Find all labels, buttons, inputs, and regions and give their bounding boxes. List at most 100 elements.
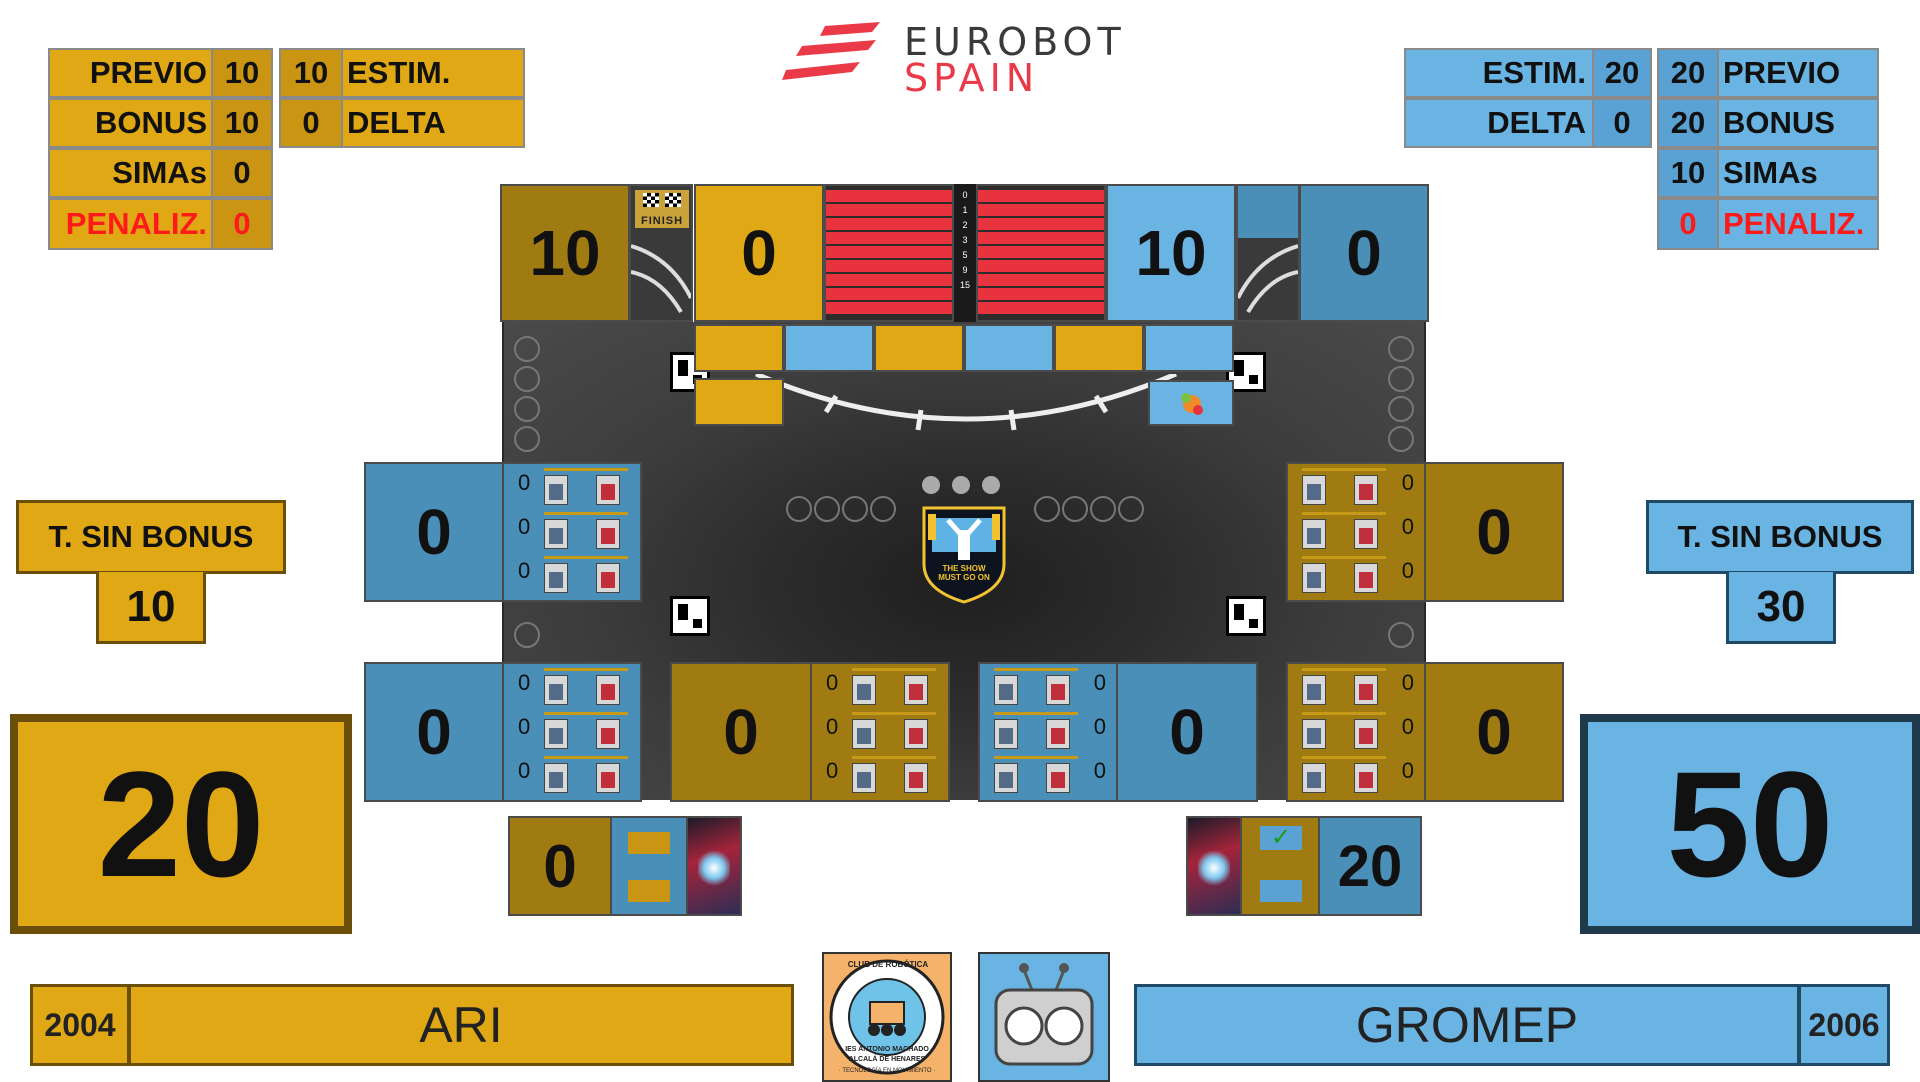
blue-previo-label: PREVIO [1717, 48, 1879, 98]
yellow-bonus-value: 10 [211, 98, 273, 148]
yellow-tsb-label: T. SIN BONUS [16, 500, 286, 574]
rack-count: 0 [518, 558, 531, 583]
checkered-flag-icon: FINISH [635, 190, 689, 228]
fireworks-icon [1181, 393, 1203, 415]
yellow-simas-label: SIMAs [48, 148, 213, 198]
yellow-bottom-box: 0 [508, 816, 612, 916]
blue-tile [1148, 380, 1234, 426]
aruco-marker [1226, 596, 1266, 636]
left-mid-zone: 0 [364, 462, 504, 602]
field-marker [1388, 336, 1414, 362]
blue-team-name: GROMEP [1134, 984, 1800, 1066]
right-mid-zone: 0 [1424, 462, 1564, 602]
tier-stripes-left [824, 184, 954, 322]
field-marker [1062, 496, 1088, 522]
yellow-total-score: 20 [10, 714, 352, 934]
track-curve [631, 244, 691, 314]
blue-top-score: 10 [1106, 184, 1236, 322]
rack [544, 556, 628, 593]
yellow-top-zone: 0 [694, 184, 824, 322]
stage-arc [755, 374, 1177, 431]
aruco-marker [670, 596, 710, 636]
rack [1302, 668, 1386, 705]
tier-value: 2 [962, 220, 968, 230]
club-tag-text: · TECNOLOGÍA EN MOVIMIENTO · [838, 1068, 936, 1074]
rack-count: 0 [1401, 714, 1414, 739]
rack-count: 0 [1093, 714, 1106, 739]
blue-bonus-label: BONUS [1717, 98, 1879, 148]
rack [994, 668, 1078, 705]
yellow-top-score: 10 [500, 184, 630, 322]
rack [1302, 712, 1386, 749]
tier-value: 0 [962, 190, 968, 200]
field-marker [514, 622, 540, 648]
brand-line2: SPAIN [904, 56, 1040, 100]
field-marker [514, 396, 540, 422]
tier-value: 9 [962, 265, 968, 275]
blue-delta-label: DELTA [1404, 98, 1594, 148]
bottom-left-zone: 0 [364, 662, 504, 802]
field-marker [1090, 496, 1116, 522]
bottom-center-left-racks: 0 0 0 [810, 662, 950, 802]
field-marker [514, 366, 540, 392]
rack [852, 668, 936, 705]
field-marker [1388, 426, 1414, 452]
rack [544, 668, 628, 705]
rack-count: 0 [1401, 470, 1414, 495]
rack-count: 0 [518, 514, 531, 539]
tier-stripes-right [976, 184, 1106, 322]
bottom-right-racks: 0 0 0 [1286, 662, 1426, 802]
club-logo: CLUB DE ROBÓTICA IES ANTONIO MACHADO ALC… [822, 952, 952, 1082]
rack-count: 0 [518, 670, 531, 695]
field-marker [1388, 396, 1414, 422]
rack [994, 712, 1078, 749]
field-marker [842, 496, 868, 522]
rack [544, 756, 628, 793]
yellow-team-name: ARI [128, 984, 794, 1066]
rack-count: 0 [1093, 670, 1106, 695]
yellow-tsb-value: 10 [96, 572, 206, 644]
yellow-poster-icon [686, 816, 742, 916]
rack-count: 0 [826, 670, 839, 695]
blue-bonus-value: 20 [1657, 98, 1719, 148]
brand-line1: EUROBOT [904, 20, 1126, 64]
field-marker [1388, 622, 1414, 648]
blue-tile [784, 324, 874, 372]
blue-penal-label: PENALIZ. [1717, 198, 1879, 250]
club-top-text: CLUB DE ROBÓTICA [847, 960, 929, 969]
blue-penal-value: 0 [1657, 198, 1719, 250]
rack-count: 0 [518, 470, 531, 495]
blue-tile [1144, 324, 1234, 372]
blue-estim-value: 20 [1592, 48, 1652, 98]
yellow-finish-zone: FINISH [629, 184, 693, 322]
gromep-logo [978, 952, 1110, 1082]
rack [544, 512, 628, 549]
finish-label: FINISH [640, 215, 684, 227]
tier-value: 3 [962, 235, 968, 245]
yellow-estim-value: 10 [279, 48, 343, 98]
blue-bottom-box: 20 [1318, 816, 1422, 916]
yellow-delta-value: 0 [279, 98, 343, 148]
eurobot-swoosh-icon [782, 22, 880, 80]
tier-value: 1 [962, 205, 968, 215]
rack-count: 0 [1093, 758, 1106, 783]
yellow-simas-value: 0 [211, 148, 273, 198]
rack [544, 712, 628, 749]
bottom-center-left-zone: 0 [670, 662, 812, 802]
blue-finish-zone [1236, 184, 1300, 322]
field-marker [870, 496, 896, 522]
game-field: THE SHOW MUST GO ON [502, 322, 1426, 800]
yellow-estim-label: ESTIM. [341, 48, 525, 98]
tier-scale: 0 1 2 3 5 9 15 [954, 184, 976, 322]
blue-team-year: 2006 [1798, 984, 1890, 1066]
rack [994, 756, 1078, 793]
blue-top-zone: 0 [1299, 184, 1429, 322]
yellow-previo-value: 10 [211, 48, 273, 98]
blue-tsb-label: T. SIN BONUS [1646, 500, 1914, 574]
rack-count: 0 [1401, 558, 1414, 583]
blue-tsb-value: 30 [1726, 572, 1836, 644]
rack-count: 0 [826, 714, 839, 739]
blue-delta-value: 0 [1592, 98, 1652, 148]
field-marker [514, 426, 540, 452]
field-marker [514, 336, 540, 362]
